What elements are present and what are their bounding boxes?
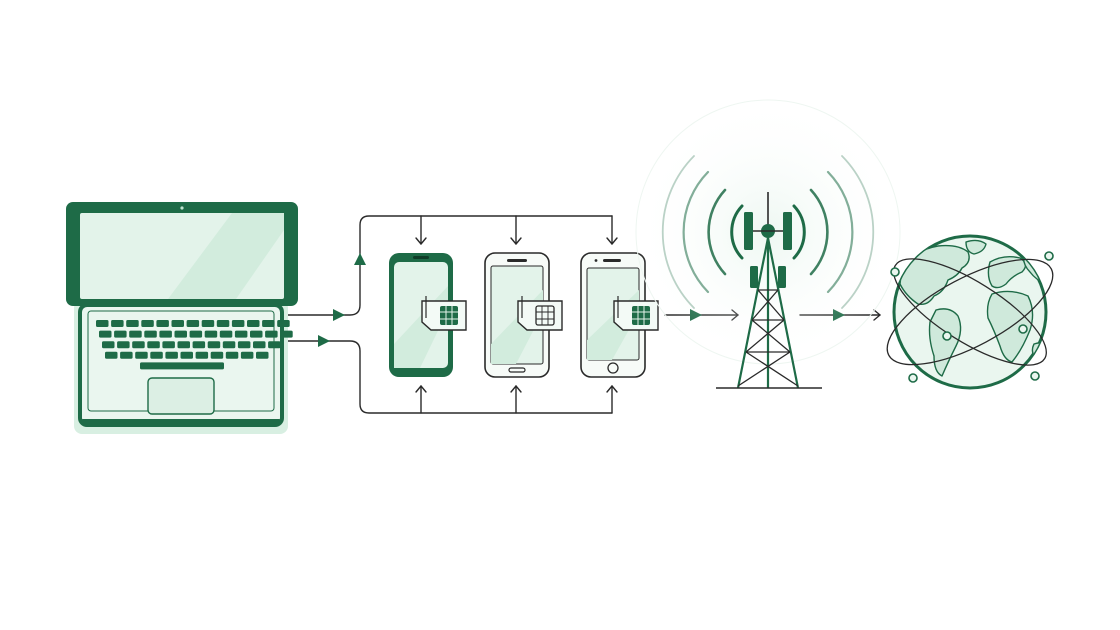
keyboard-key	[207, 341, 221, 349]
keyboard	[96, 320, 293, 370]
keyboard-key	[195, 351, 209, 359]
keyboard-key	[174, 330, 187, 338]
keyboard-key	[147, 341, 160, 349]
triangle-right-icon	[318, 335, 330, 347]
keyboard-key	[111, 320, 124, 327]
keyboard-spacebar	[140, 362, 224, 370]
keyboard-key	[156, 320, 169, 327]
keyboard-key	[253, 341, 266, 349]
keyboard-key	[99, 330, 112, 338]
keyboard-key	[262, 320, 275, 327]
keyboard-key	[222, 341, 236, 349]
chevron-down-icon	[415, 237, 427, 245]
keyboard-key	[189, 330, 203, 338]
keyboard-key	[96, 320, 109, 327]
chevron-up-icon	[510, 385, 522, 393]
keyboard-key	[277, 320, 290, 327]
keyboard-key	[132, 341, 145, 349]
keyboard-key	[159, 330, 172, 338]
keyboard-key	[216, 320, 230, 327]
keyboard-key	[105, 351, 118, 359]
keyboard-key	[210, 351, 224, 359]
keyboard-key	[234, 330, 248, 338]
triangle-right-icon	[333, 309, 345, 321]
keyboard-key	[126, 320, 139, 327]
signal-waves	[661, 155, 875, 309]
keyboard-key	[231, 320, 245, 327]
keyboard-key	[165, 351, 178, 359]
keyboard-key	[135, 351, 148, 359]
keyboard-key	[150, 351, 163, 359]
keyboard-key	[102, 341, 115, 349]
keyboard-key	[219, 330, 233, 338]
keyboard-key	[201, 320, 215, 327]
keyboard-key	[247, 320, 260, 327]
chevron-up-icon	[606, 385, 618, 393]
keyboard-key	[180, 351, 193, 359]
keyboard-key	[256, 351, 269, 359]
keyboard-key	[225, 351, 239, 359]
sim-card-icon	[517, 296, 563, 331]
cell-tower-icon	[633, 97, 903, 389]
laptop-icon	[66, 202, 298, 434]
keyboard-key	[268, 341, 281, 349]
keyboard-key	[162, 341, 175, 349]
keyboard-key	[204, 330, 218, 338]
sim-card-icon	[421, 296, 467, 331]
keyboard-key	[280, 330, 293, 338]
keyboard-key	[171, 320, 184, 327]
chevron-down-icon	[606, 237, 618, 245]
keyboard-key	[117, 341, 130, 349]
keyboard-key	[177, 341, 190, 349]
keyboard-key	[240, 351, 254, 359]
keyboard-key	[265, 330, 278, 338]
keyboard-key	[192, 341, 206, 349]
keyboard-key	[144, 330, 157, 338]
keyboard-key	[186, 320, 200, 327]
chevron-down-icon	[510, 237, 522, 245]
sim-card-icon	[613, 296, 659, 331]
triangle-up-icon	[354, 253, 366, 265]
keyboard-key	[141, 320, 154, 327]
keyboard-key	[114, 330, 127, 338]
edge-laptop-lower	[285, 340, 613, 414]
globe-icon	[886, 234, 1054, 390]
keyboard-key	[120, 351, 133, 359]
keyboard-key	[237, 341, 251, 349]
chevron-up-icon	[415, 385, 427, 393]
keyboard-key	[129, 330, 142, 338]
keyboard-key	[250, 330, 263, 338]
